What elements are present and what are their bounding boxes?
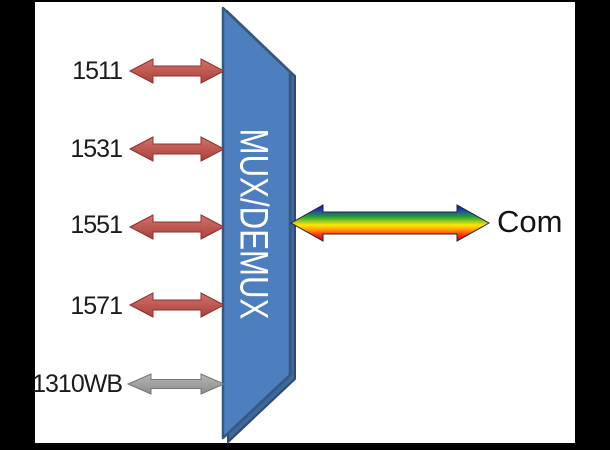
channel-arrow-1551 (128, 214, 226, 240)
channel-label-1551: 1551 (70, 211, 123, 239)
channel-arrow-1571 (128, 292, 226, 318)
channel-label-1571: 1571 (70, 292, 123, 320)
frame-bar-bottom (0, 443, 610, 450)
channel-label-1511: 1511 (72, 57, 123, 85)
mux-demux-label: MUX/DEMUX (231, 128, 276, 320)
frame-bar-top (0, 0, 610, 2)
frame-bar-right (575, 0, 610, 450)
channel-label-1531: 1531 (70, 135, 123, 163)
frame-bar-left (0, 0, 35, 450)
com-rainbow-arrow (289, 204, 491, 242)
channel-arrow-1310wb (126, 373, 226, 395)
channel-label-1310wb: 1310WB (32, 370, 123, 398)
channel-arrow-1531 (128, 136, 226, 162)
channel-arrow-1511 (128, 58, 226, 84)
com-port-label: Com (497, 204, 563, 239)
mux-shape (221, 6, 292, 440)
